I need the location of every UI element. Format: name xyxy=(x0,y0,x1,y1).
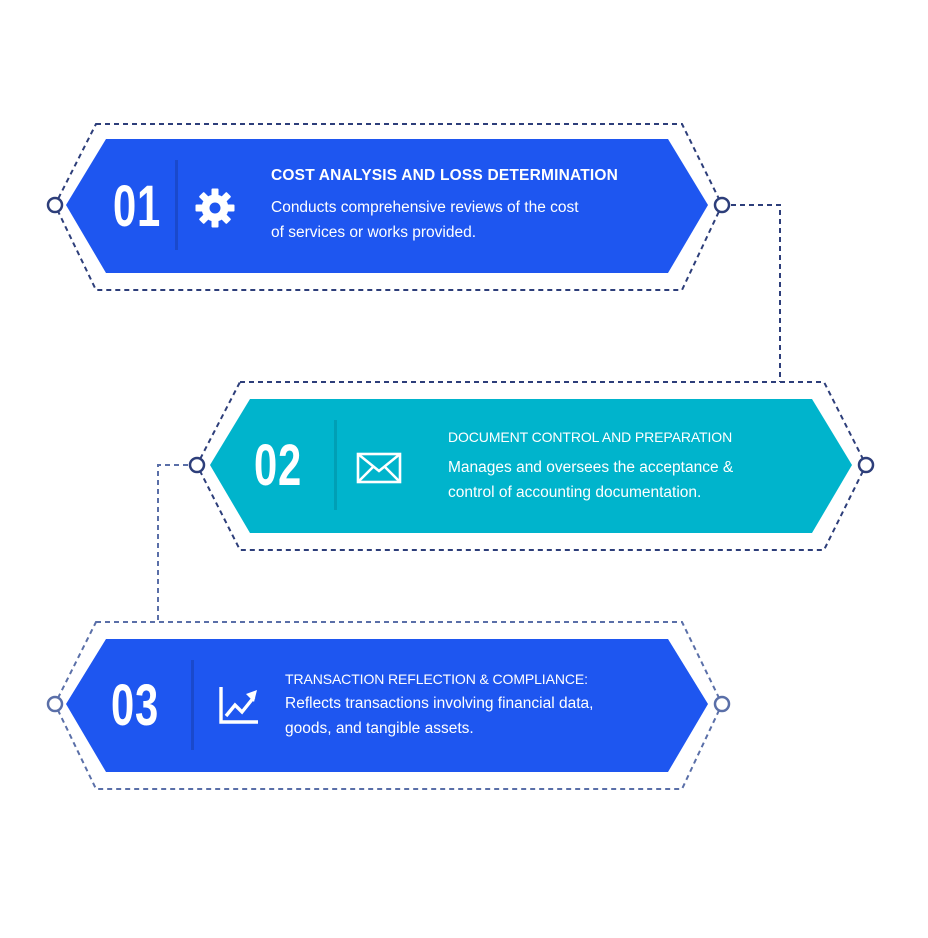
step-2-shape xyxy=(210,399,852,533)
step-1-description-line-1: Conducts comprehensive reviews of the co… xyxy=(271,199,579,216)
step-2-title: DOCUMENT CONTROL AND PREPARATION xyxy=(448,429,733,445)
step-3-node-left xyxy=(46,695,64,713)
step-1-description: Conducts comprehensive reviews of the co… xyxy=(271,195,579,245)
step-1-title: COST ANALYSIS AND LOSS DETERMINATION xyxy=(271,167,619,184)
step-1-divider xyxy=(175,160,178,250)
envelope-icon xyxy=(356,452,402,484)
step-3-divider xyxy=(191,660,194,750)
step-1-node-right xyxy=(713,196,731,214)
connector-2-3 xyxy=(157,464,197,622)
gear-icon xyxy=(194,187,236,229)
step-2-description: Manages and oversees the acceptance & co… xyxy=(448,455,733,505)
trend-up-icon xyxy=(218,685,260,725)
connector-1-2 xyxy=(722,204,781,382)
step-2-divider xyxy=(334,420,337,510)
step-1-description-line-2: of services or works provided. xyxy=(271,224,477,241)
step-2-node-right xyxy=(857,456,875,474)
step-3-description-line-1: Reflects transactions involving financia… xyxy=(285,695,594,712)
step-2-description-line-1: Manages and oversees the acceptance & xyxy=(448,459,734,476)
step-3-node-right xyxy=(713,695,731,713)
step-3-shape xyxy=(66,639,708,772)
step-1-number: 01 xyxy=(113,174,161,239)
step-3-description-line-2: goods, and tangible assets. xyxy=(285,720,474,737)
step-2-description-line-2: control of accounting documentation. xyxy=(448,484,702,501)
step-2-number: 02 xyxy=(254,433,302,498)
step-1-shape xyxy=(66,139,708,273)
step-3-description: Reflects transactions involving financia… xyxy=(285,691,593,741)
step-1-node-left xyxy=(46,196,64,214)
step-3-number: 03 xyxy=(111,673,159,738)
step-2-node-left xyxy=(188,456,206,474)
step-3-title: TRANSACTION REFLECTION & COMPLIANCE: xyxy=(285,671,588,687)
